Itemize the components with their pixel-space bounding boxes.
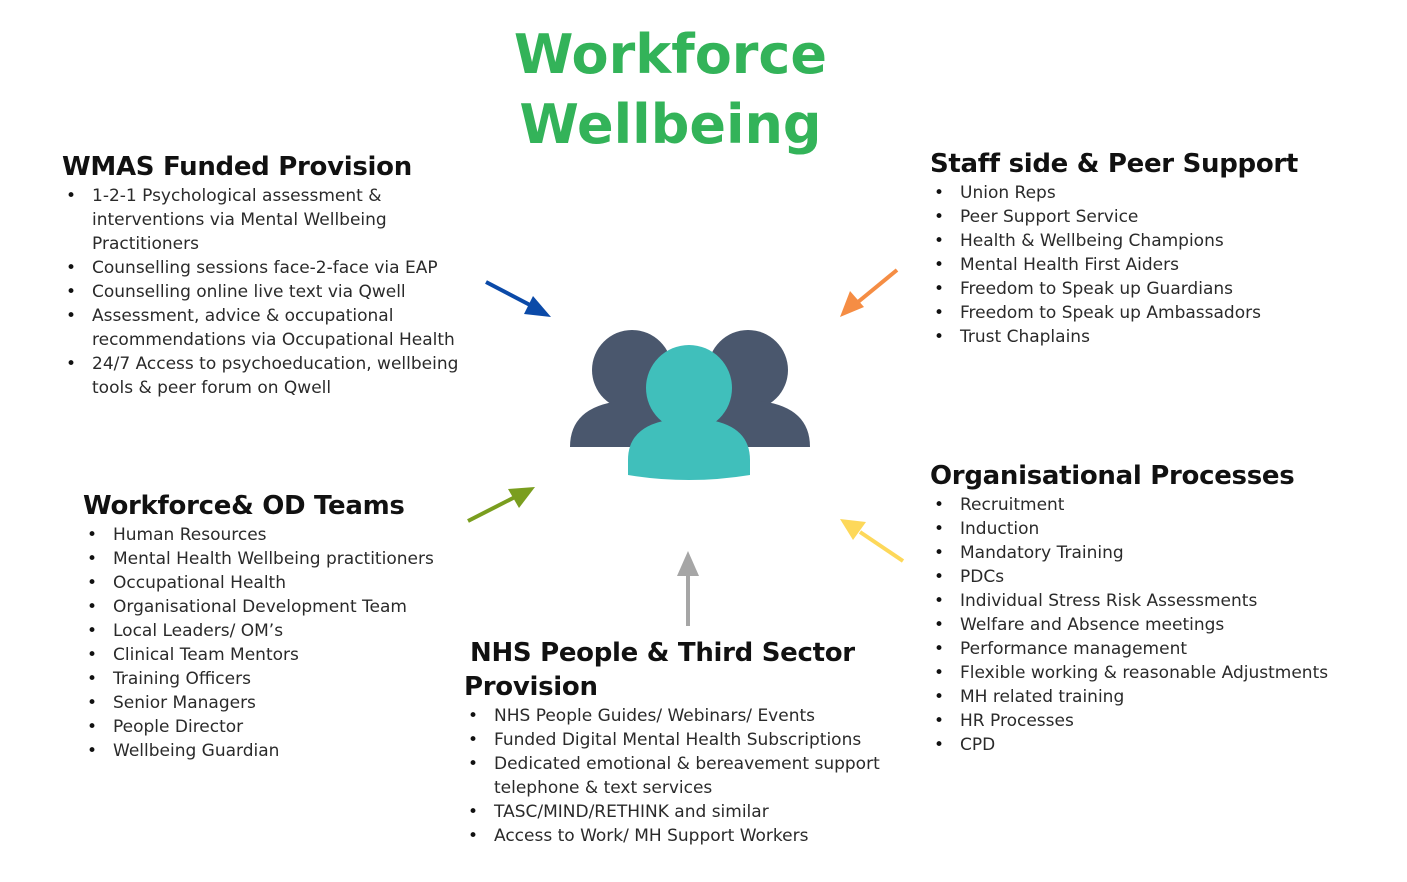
list-item: PDCs (930, 565, 1400, 589)
section-heading-line1: NHS People & Third Sector (470, 638, 855, 668)
list-item: Trust Chaplains (930, 325, 1350, 349)
list-item: Peer Support Service (930, 205, 1350, 229)
list-item: Mental Health Wellbeing practitioners (83, 547, 483, 571)
list-item: Organisational Development Team (83, 595, 483, 619)
list-item: Recruitment (930, 493, 1400, 517)
section-heading-line2: Provision (464, 672, 598, 702)
list-item: HR Processes (930, 709, 1400, 733)
item-list: Union Reps Peer Support Service Health &… (930, 181, 1350, 349)
list-item: Occupational Health (83, 571, 483, 595)
list-item: 1-2-1 Psychological assessment & interve… (62, 184, 482, 256)
arrow-wmas-icon (485, 280, 551, 317)
list-item: Human Resources (83, 523, 483, 547)
list-item: Health & Wellbeing Champions (930, 229, 1350, 253)
list-item: Funded Digital Mental Health Subscriptio… (464, 728, 904, 752)
list-item: Training Officers (83, 667, 483, 691)
list-item: 24/7 Access to psychoeducation, wellbein… (62, 352, 482, 400)
list-item: NHS People Guides/ Webinars/ Events (464, 704, 904, 728)
section-heading: Workforce& OD Teams (83, 491, 405, 521)
list-item: Flexible working & reasonable Adjustment… (930, 661, 1400, 685)
item-list: 1-2-1 Psychological assessment & interve… (62, 184, 482, 400)
people-group-icon (570, 330, 810, 480)
section-wmas-funded-provision: WMAS Funded Provision 1-2-1 Psychologica… (62, 150, 482, 400)
section-heading: Staff side & Peer Support (930, 149, 1299, 179)
list-item: Counselling online live text via Qwell (62, 280, 482, 304)
list-item: Local Leaders/ OM’s (83, 619, 483, 643)
list-item: Mental Health First Aiders (930, 253, 1350, 277)
list-item: Performance management (930, 637, 1400, 661)
list-item: Induction (930, 517, 1400, 541)
list-item: Union Reps (930, 181, 1350, 205)
list-item: Freedom to Speak up Ambassadors (930, 301, 1350, 325)
section-nhs-people-third-sector: NHS People & Third Sector Provision NHS … (464, 636, 904, 848)
list-item: CPD (930, 733, 1400, 757)
list-item: Access to Work/ MH Support Workers (464, 824, 904, 848)
list-item: People Director (83, 715, 483, 739)
section-heading: Organisational Processes (930, 461, 1295, 491)
section-organisational-processes: Organisational Processes Recruitment Ind… (930, 459, 1400, 757)
list-item: MH related training (930, 685, 1400, 709)
item-list: Recruitment Induction Mandatory Training… (930, 493, 1400, 757)
list-item: Freedom to Speak up Guardians (930, 277, 1350, 301)
section-staff-side-peer-support: Staff side & Peer Support Union Reps Pee… (930, 147, 1350, 349)
list-item: TASC/MIND/RETHINK and similar (464, 800, 904, 824)
list-item: Senior Managers (83, 691, 483, 715)
list-item: Welfare and Absence meetings (930, 613, 1400, 637)
section-workforce-od-teams: Workforce& OD Teams Human Resources Ment… (83, 489, 483, 763)
page-title: Workforce Wellbeing (513, 23, 828, 156)
arrow-org-icon (840, 519, 905, 563)
list-item: Assessment, advice & occupational recomm… (62, 304, 482, 352)
list-item: Wellbeing Guardian (83, 739, 483, 763)
section-heading: WMAS Funded Provision (62, 152, 412, 182)
list-item: Counselling sessions face-2-face via EAP (62, 256, 482, 280)
item-list: Human Resources Mental Health Wellbeing … (83, 523, 483, 763)
list-item: Dedicated emotional & bereavement suppor… (464, 752, 904, 800)
arrow-nhs-icon (677, 551, 699, 626)
item-list: NHS People Guides/ Webinars/ Events Fund… (464, 704, 904, 848)
list-item: Mandatory Training (930, 541, 1400, 565)
arrow-staff-icon (840, 268, 899, 317)
list-item: Clinical Team Mentors (83, 643, 483, 667)
list-item: Individual Stress Risk Assessments (930, 589, 1400, 613)
